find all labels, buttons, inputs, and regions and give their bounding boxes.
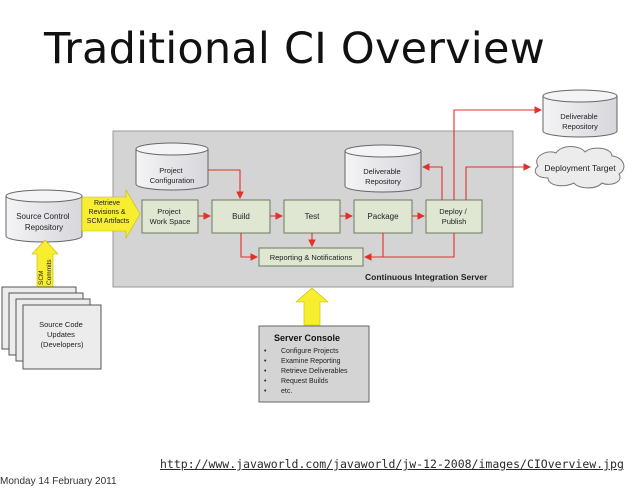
- source-code-updates-stack: Source Code Updates (Developers): [1, 286, 102, 370]
- console-item: Examine Reporting: [281, 358, 341, 365]
- svg-text:•: •: [264, 358, 267, 365]
- deliverable-inner-line-1: Deliverable: [363, 167, 401, 176]
- svg-text:Source Code Updates: Source Code Updates (Developers): [39, 320, 85, 349]
- package-box: Package: [353, 199, 413, 234]
- deploy-publish-box: Deploy / Publish: [425, 199, 483, 234]
- flow-arrows: [198, 106, 543, 261]
- reporting-notifications-box: Reporting & Notifications: [258, 247, 364, 267]
- svg-text:Source Control Repositor: Source Control Repository: [16, 212, 72, 232]
- console-title: Server Console: [274, 333, 340, 343]
- retrieve-line-3: SCM Artifacts: [87, 218, 130, 225]
- project-configuration-db: Project Configuration: [135, 142, 209, 191]
- project-config-line-2: Configuration: [150, 176, 195, 185]
- svg-text:•: •: [264, 348, 267, 355]
- deployment-target-cloud: Deployment Target: [534, 146, 625, 189]
- deploy-line-1: Deploy /: [439, 207, 467, 216]
- retrieve-line-2: Revisions &: [89, 209, 126, 216]
- source-code-line-1: Source Code: [39, 320, 83, 329]
- deliverable-repository-outer-db: Deliverable Repository: [542, 89, 618, 138]
- console-item: Request Builds: [281, 378, 329, 385]
- project-workspace-box: Project Work Space: [141, 199, 199, 234]
- scm-commits-arrow: SCM Commits: [31, 239, 59, 292]
- build-label: Build: [232, 212, 250, 221]
- test-label: Test: [305, 212, 320, 221]
- deployment-target-label: Deployment Target: [544, 163, 616, 173]
- project-config-line-1: Project: [159, 166, 183, 175]
- deploy-line-2: Publish: [442, 217, 467, 226]
- svg-text:Retrieve Revisions &: Retrieve Revisions & SCM Artifacts: [87, 200, 130, 225]
- svg-text:•: •: [264, 378, 267, 385]
- console-item: Retrieve Deliverables: [281, 368, 348, 375]
- source-control-repository: Source Control Repository: [5, 189, 83, 243]
- svg-text:SCM Commits: SCM Commits: [38, 259, 53, 285]
- deliverable-repository-inner-db: Deliverable Repository: [344, 144, 422, 193]
- svg-text:•: •: [264, 368, 267, 375]
- package-label: Package: [367, 212, 399, 221]
- reporting-label: Reporting & Notifications: [270, 253, 353, 262]
- workspace-line-1: Project: [157, 207, 181, 216]
- footer-date: Monday 14 February 2011: [0, 476, 117, 487]
- svg-text:Project Configuration: Project Configuration: [150, 166, 195, 185]
- workspace-line-2: Work Space: [150, 217, 191, 226]
- server-console-box: Server Console • Configure Projects • Exam…: [258, 325, 370, 403]
- deliverable-outer-line-1: Deliverable: [560, 112, 598, 121]
- console-item: Configure Projects: [281, 348, 339, 355]
- scm-commits-line-2: Commits: [46, 259, 53, 285]
- svg-text:Project Work Space: Project Work Space: [150, 207, 191, 226]
- source-code-line-2: Updates: [47, 330, 75, 339]
- svg-text:Deliverable Repository: Deliverable Repository: [560, 112, 600, 131]
- source-repo-line-1: Source Control: [16, 212, 70, 221]
- build-box: Build: [211, 199, 271, 234]
- scm-commits-line-1: SCM: [38, 271, 45, 285]
- source-url-link[interactable]: http://www.javaworld.com/javaworld/jw-12…: [160, 457, 624, 471]
- deliverable-outer-line-2: Repository: [562, 122, 598, 131]
- source-code-line-3: (Developers): [41, 340, 84, 349]
- ci-server-label: Continuous Integration Server: [365, 272, 488, 282]
- retrieve-arrow: Retrieve Revisions & SCM Artifacts: [81, 188, 141, 240]
- retrieve-line-1: Retrieve: [94, 200, 120, 207]
- console-item: etc.: [281, 388, 292, 395]
- svg-text:Deliverable Repository: Deliverable Repository: [363, 167, 403, 186]
- svg-text:Deploy / Publish: Deploy / Publish: [439, 207, 469, 226]
- source-repo-line-2: Repository: [25, 223, 63, 232]
- deliverable-inner-line-2: Repository: [365, 177, 401, 186]
- svg-text:•: •: [264, 388, 267, 395]
- console-arrow: [295, 287, 329, 326]
- slide-title: Traditional CI Overview: [44, 24, 545, 74]
- test-box: Test: [283, 199, 341, 234]
